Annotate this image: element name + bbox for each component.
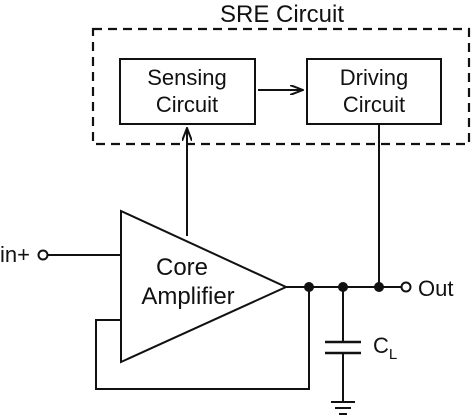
driving-circuit-label-line2: Circuit: [343, 92, 405, 117]
core-amplifier-label-line2: Amplifier: [141, 283, 234, 310]
driving-circuit-label-line1: Driving: [340, 65, 408, 90]
core-amplifier: Core Amplifier: [120, 209, 289, 364]
driving-circuit-block: Driving Circuit: [306, 58, 442, 125]
sensing-circuit-label-line2: Circuit: [156, 92, 218, 117]
ground-icon: [331, 401, 355, 415]
capacitor-label-name: C: [373, 333, 389, 358]
output-port-terminal: [400, 281, 412, 293]
driving-junction-dot: [374, 282, 384, 292]
core-amplifier-triangle: [120, 209, 289, 364]
input-port-terminal: [37, 249, 49, 261]
load-capacitor: CL: [325, 287, 397, 402]
capacitor-label: CL: [373, 333, 397, 363]
feedback-loop-wire: [95, 287, 310, 390]
input-port-label: in+: [0, 242, 30, 267]
feedback-junction-dot: [304, 282, 314, 292]
sre-circuit-boundary: [91, 27, 471, 146]
driving-circuit-box: [306, 58, 442, 125]
sensing-circuit-label-line1: Sensing: [147, 65, 227, 90]
sensing-circuit-block: Sensing Circuit: [119, 58, 256, 125]
output-port-label: Out: [418, 276, 453, 301]
sre-circuit-title: SRE Circuit: [220, 1, 344, 28]
sensing-circuit-box: [119, 58, 256, 125]
capacitor-label-subscript: L: [389, 346, 397, 363]
core-amplifier-label-line1: Core: [156, 254, 208, 281]
